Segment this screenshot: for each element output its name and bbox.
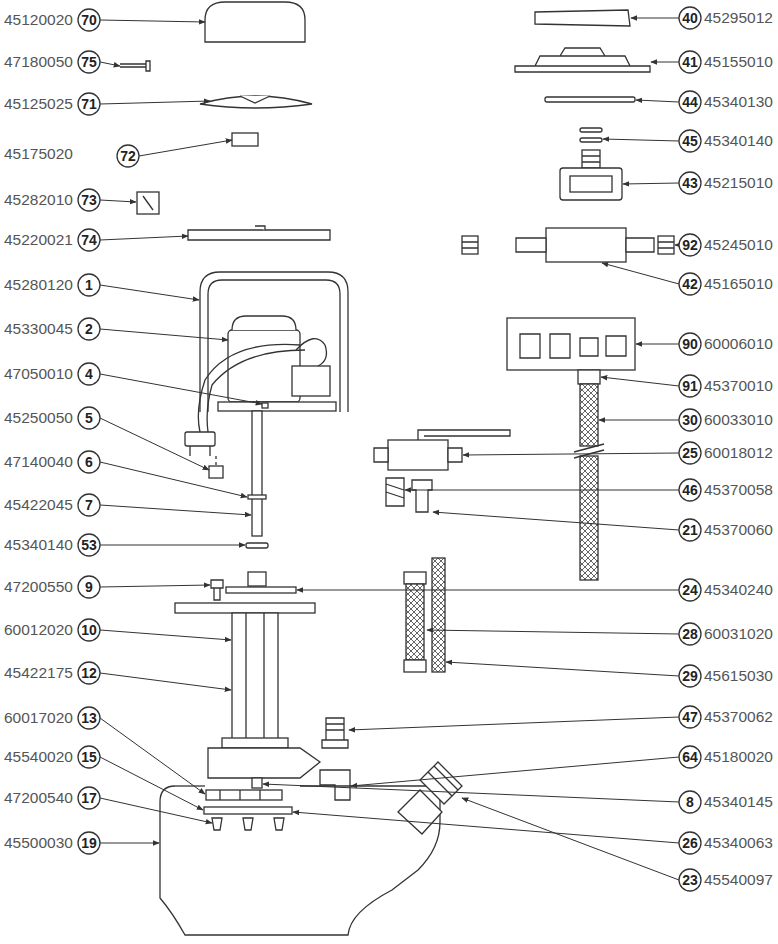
callout-number: 40: [682, 11, 698, 25]
part-number: 47200550: [4, 579, 73, 595]
callout-number: 45: [682, 134, 698, 148]
callout-number: 26: [682, 836, 698, 850]
part-number: 45180020: [704, 749, 773, 765]
part-number: 45370062: [704, 709, 773, 725]
callout-number: 28: [682, 627, 698, 641]
callout-number: 29: [682, 669, 698, 683]
callout-number: 6: [85, 455, 93, 469]
part-number: 47200540: [4, 790, 73, 806]
callout-number: 1: [85, 278, 93, 292]
part-number: 45330045: [4, 321, 73, 337]
part-number: 45370058: [704, 482, 773, 498]
callout-number: 47: [682, 710, 698, 724]
part-number: 45340145: [704, 794, 773, 810]
callout-number: 46: [682, 483, 698, 497]
callout-number: 23: [682, 873, 698, 887]
part-number: 45370060: [704, 522, 773, 538]
part-number: 45422175: [4, 665, 73, 681]
callout-number: 73: [81, 193, 97, 207]
part-number: 45245010: [704, 237, 773, 253]
part-number: 45120020: [4, 12, 73, 28]
part-number: 45370010: [704, 378, 773, 394]
callout-number: 2: [85, 322, 93, 336]
callout-number: 75: [81, 55, 97, 69]
part-number: 45500030: [4, 835, 73, 851]
callout-number: 15: [81, 750, 97, 764]
part-number: 45282010: [4, 192, 73, 208]
part-number: 60031020: [704, 626, 773, 642]
part-number: 45540097: [704, 872, 773, 888]
callout-number: 92: [682, 238, 698, 252]
callout-number: 71: [81, 97, 97, 111]
part-number: 45340140: [4, 537, 73, 553]
part-number: 60033010: [704, 412, 773, 428]
callout-number: 25: [682, 446, 698, 460]
part-number: 47180050: [4, 54, 73, 70]
callout-number: 42: [682, 277, 698, 291]
part-number: 45125025: [4, 96, 73, 112]
part-number: 45340140: [704, 133, 773, 149]
part-number: 45340063: [704, 835, 773, 851]
callout-number: 7: [85, 498, 93, 512]
callout-number: 8: [686, 795, 694, 809]
part-number: 45280120: [4, 277, 73, 293]
part-number: 45250050: [4, 410, 73, 426]
part-number: 45220021: [4, 232, 73, 248]
part-number: 45540020: [4, 749, 73, 765]
callout-number: 4: [85, 367, 93, 381]
callout-number: 19: [81, 836, 97, 850]
callout-number: 74: [81, 233, 97, 247]
part-number: 47050010: [4, 366, 73, 382]
callout-number: 30: [682, 413, 698, 427]
callout-number: 12: [81, 666, 97, 680]
callout-number: 70: [81, 13, 97, 27]
callout-number: 44: [682, 95, 698, 109]
part-number: 45340130: [704, 94, 773, 110]
callout-number: 17: [81, 791, 97, 805]
callout-number: 90: [682, 337, 698, 351]
part-number: 45422045: [4, 497, 73, 513]
callout-number: 91: [682, 379, 698, 393]
callout-number: 10: [81, 623, 97, 637]
callout-number: 24: [682, 583, 698, 597]
callout-number: 53: [81, 538, 97, 552]
callout-number: 43: [682, 176, 698, 190]
part-number: 45215010: [704, 175, 773, 191]
callout-number: 13: [81, 711, 97, 725]
callout-number: 21: [682, 523, 698, 537]
part-number: 60017020: [4, 710, 73, 726]
part-number: 45165010: [704, 276, 773, 292]
callout-number: 5: [85, 411, 93, 425]
part-number: 45615030: [704, 668, 773, 684]
callout-number: 72: [120, 149, 136, 163]
part-number: 45295012: [704, 10, 773, 26]
part-number: 60012020: [4, 622, 73, 638]
callout-number: 64: [682, 750, 698, 764]
part-number: 45175020: [4, 146, 73, 162]
part-number: 45340240: [704, 582, 773, 598]
callout-number: 41: [682, 55, 698, 69]
part-number: 60006010: [704, 336, 773, 352]
callout-number: 9: [85, 580, 93, 594]
part-number: 60018012: [704, 445, 773, 461]
part-number: 47140040: [4, 454, 73, 470]
part-number: 45155010: [704, 54, 773, 70]
